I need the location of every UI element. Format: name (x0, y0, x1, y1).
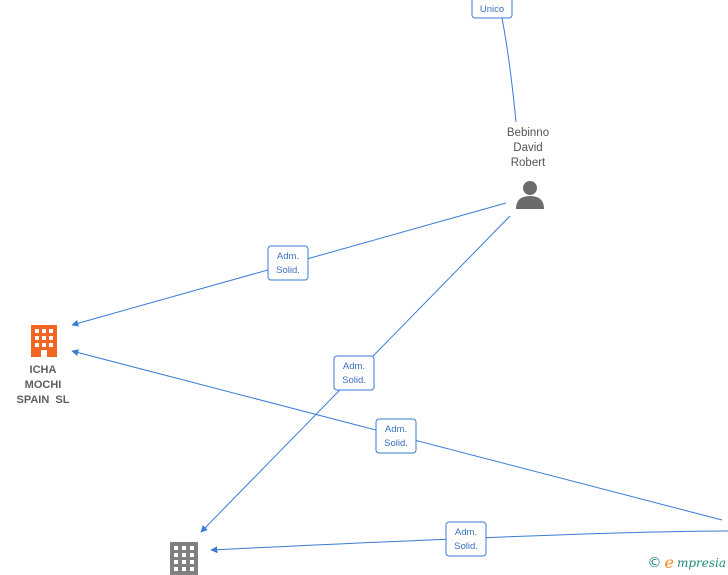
company-node-icha-mochi[interactable]: ICHA MOCHI SPAIN SL (17, 325, 70, 406)
person-name-line: Robert (511, 157, 546, 169)
company-name-line: SPAIN SL (17, 394, 70, 406)
edge-label-right-to-icha[interactable]: Adm. Solid. (375, 418, 417, 454)
edge-label-text: Solid. (342, 375, 366, 386)
edge-label-right-to-other[interactable]: Adm. Solid. (445, 521, 487, 557)
person-icon (516, 181, 544, 209)
person-name-line: Bebinno (507, 127, 549, 139)
company-name-line: ICHA (30, 364, 57, 376)
person-node[interactable]: Bebinno David Robert (507, 127, 549, 209)
edge-label-unico[interactable]: Unico (471, 0, 513, 19)
brand-initial: e (664, 553, 674, 572)
edge-label-text: Solid. (454, 541, 478, 552)
edge-label-person-to-other[interactable]: Adm. Solid. (333, 355, 375, 391)
edge-label-text: Adm. (455, 527, 477, 538)
edge-label-text: Unico (480, 4, 504, 15)
person-name-line: David (513, 142, 542, 154)
company-node-other[interactable] (170, 542, 198, 575)
company-name-line: MOCHI (25, 379, 62, 391)
edge-right-to-other (210, 530, 728, 554)
edge-unico (501, 17, 517, 123)
building-icon (170, 542, 198, 575)
building-icon (31, 325, 57, 357)
edge-label-text: Adm. (277, 251, 299, 262)
edge-label-text: Solid. (276, 265, 300, 276)
edge-label-person-to-icha[interactable]: Adm. Solid. (267, 245, 309, 281)
edge-label-text: Solid. (384, 438, 408, 449)
edge-label-text: Adm. (385, 424, 407, 435)
brand-name: mpresia (676, 555, 726, 570)
copyright-icon: © (647, 554, 662, 571)
edge-label-text: Adm. (343, 361, 365, 372)
